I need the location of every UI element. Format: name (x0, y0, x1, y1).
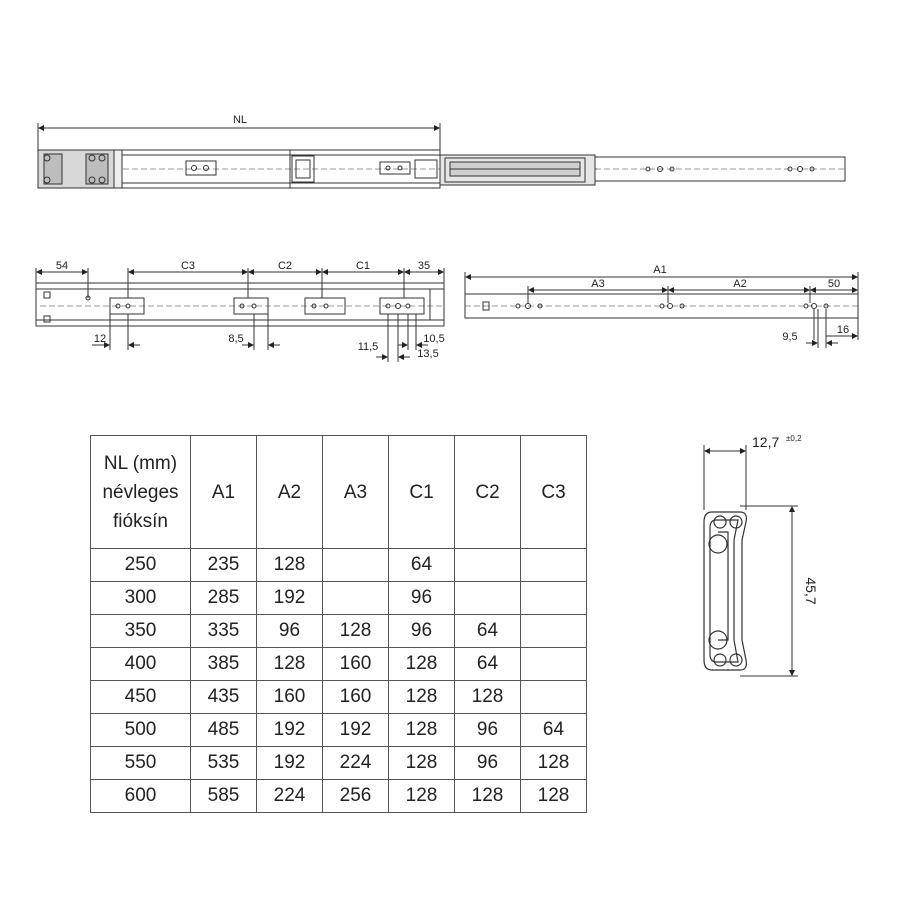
table-cell: 96 (256, 614, 323, 648)
header-a3: A3 (322, 435, 389, 549)
table-cell: 550 (90, 746, 191, 780)
side-view-outer-member (35, 268, 445, 362)
table-cell (520, 680, 587, 714)
dim-profile-tolerance: ±0,2 (786, 434, 802, 443)
table-cell: 235 (190, 548, 257, 582)
table-cell: 256 (322, 779, 389, 813)
dim-16: 16 (837, 324, 849, 336)
table-cell: 64 (520, 713, 587, 747)
table-cell: 500 (90, 713, 191, 747)
table-cell: 128 (322, 614, 389, 648)
dim-35: 35 (418, 260, 430, 272)
table-cell: 250 (90, 548, 191, 582)
table-cell: 224 (322, 746, 389, 780)
profile-cross-section (703, 445, 798, 677)
table-cell: 192 (256, 581, 323, 615)
header-nl: NL (mm) névleges fióksín (90, 435, 191, 549)
table-cell: 128 (388, 713, 455, 747)
table-cell: 96 (454, 746, 521, 780)
table-cell: 400 (90, 647, 191, 681)
dim-profile-height: 45,7 (803, 577, 819, 604)
header-c2: C2 (454, 435, 521, 549)
dim-12: 12 (94, 333, 106, 345)
table-header-row: NL (mm) névleges fióksín A1 A2 A3 C1 C2 … (90, 435, 587, 549)
dim-a3: A3 (591, 278, 604, 290)
table-cell: 385 (190, 647, 257, 681)
table-cell: 96 (388, 581, 455, 615)
table-cell: 350 (90, 614, 191, 648)
dim-13-5: 13,5 (417, 348, 438, 360)
table-cell: 335 (190, 614, 257, 648)
dim-a2: A2 (733, 278, 746, 290)
dim-8-5: 8,5 (228, 333, 243, 345)
dim-profile-width: 12,7 (752, 434, 779, 450)
header-nl-text: NL (mm) névleges fióksín (102, 452, 179, 532)
table-cell: 128 (388, 680, 455, 714)
table-cell: 192 (256, 713, 323, 747)
table-cell: 224 (256, 779, 323, 813)
table-cell: 128 (256, 647, 323, 681)
table-cell (520, 581, 587, 615)
dim-a1: A1 (653, 264, 666, 276)
table-cell: 285 (190, 581, 257, 615)
table-cell: 96 (454, 713, 521, 747)
header-a2: A2 (256, 435, 323, 549)
table-cell (322, 548, 389, 582)
table-cell: 128 (388, 779, 455, 813)
table-cell: 585 (190, 779, 257, 813)
dim-50: 50 (828, 278, 840, 290)
table-cell: 192 (256, 746, 323, 780)
table-cell: 64 (388, 548, 455, 582)
dim-11-5: 11,5 (358, 341, 379, 353)
table-cell (520, 548, 587, 582)
dim-c1: C1 (356, 260, 370, 272)
dim-54: 54 (56, 260, 68, 272)
table-cell: 435 (190, 680, 257, 714)
table-cell: 64 (454, 614, 521, 648)
dim-9-5: 9,5 (782, 331, 797, 343)
table-cell: 128 (454, 779, 521, 813)
table-cell (454, 581, 521, 615)
table-cell: 192 (322, 713, 389, 747)
table-cell (322, 581, 389, 615)
table-cell: 535 (190, 746, 257, 780)
table-cell: 128 (388, 647, 455, 681)
side-view-inner-member (464, 272, 859, 348)
dim-c3: C3 (181, 260, 195, 272)
table-cell: 160 (322, 647, 389, 681)
table-cell: 300 (90, 581, 191, 615)
table-cell: 96 (388, 614, 455, 648)
table-cell: 128 (454, 680, 521, 714)
header-c3: C3 (520, 435, 587, 549)
top-view-slide (37, 123, 846, 189)
header-c1: C1 (388, 435, 455, 549)
table-cell: 128 (520, 746, 587, 780)
header-a1: A1 (190, 435, 257, 549)
table-cell: 128 (256, 548, 323, 582)
dim-10-5: 10,5 (423, 333, 444, 345)
table-cell (520, 647, 587, 681)
table-cell: 160 (256, 680, 323, 714)
table-cell: 128 (520, 779, 587, 813)
table-cell: 485 (190, 713, 257, 747)
dimension-table: NL (mm) névleges fióksín A1 A2 A3 C1 C2 … (90, 435, 587, 813)
table-cell (520, 614, 587, 648)
table-cell: 600 (90, 779, 191, 813)
table-cell: 128 (388, 746, 455, 780)
table-cell: 160 (322, 680, 389, 714)
table-cell: 450 (90, 680, 191, 714)
table-cell (454, 548, 521, 582)
dim-c2: C2 (278, 260, 292, 272)
dim-nl: NL (233, 114, 247, 126)
table-cell: 64 (454, 647, 521, 681)
